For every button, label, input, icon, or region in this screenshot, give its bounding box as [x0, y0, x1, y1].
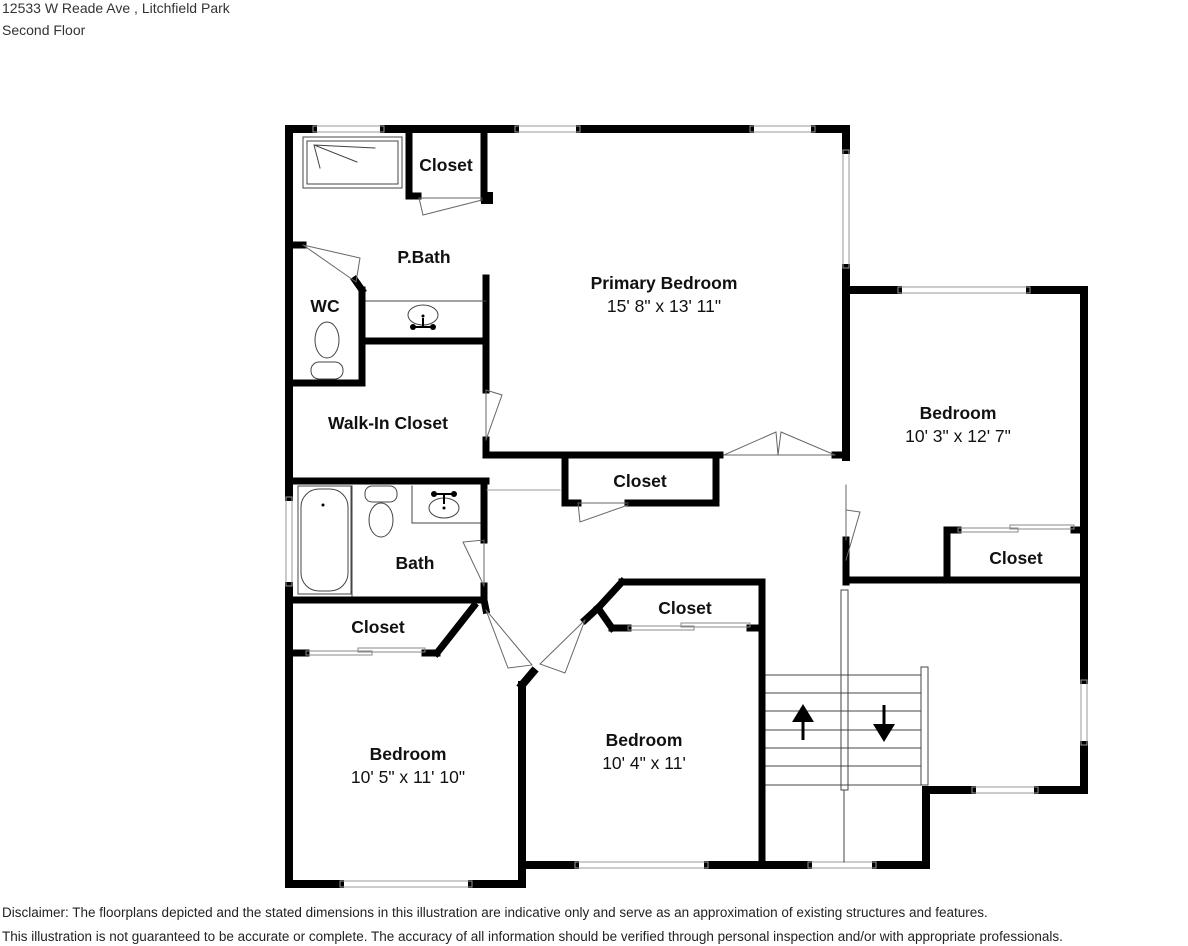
room-bedroom-east: Bedroom: [920, 403, 997, 423]
fixtures: [297, 136, 929, 863]
room-bedroom-east-dims: 10' 3" x 12' 7": [905, 426, 1011, 446]
doors: [302, 197, 861, 674]
room-primary-bedroom: Primary Bedroom: [591, 273, 738, 293]
arrow-up-icon: [792, 704, 814, 740]
interior-walls: [289, 130, 1088, 869]
room-closet-hall: Closet: [613, 471, 667, 491]
room-wc: WC: [310, 296, 340, 316]
room-walk-in-closet: Walk-In Closet: [328, 413, 448, 433]
room-bedroom-southwest: Bedroom: [370, 744, 447, 764]
room-p-bath: P.Bath: [397, 247, 450, 267]
room-closet-south: Closet: [658, 598, 712, 618]
room-closet-primary-bath: Closet: [419, 155, 473, 175]
floor-label: Second Floor: [2, 22, 86, 38]
exterior-walls: [285, 125, 1088, 888]
disclaimer-line-1: Disclaimer: The floorplans depicted and …: [2, 905, 988, 920]
room-bedroom-south: Bedroom: [606, 730, 683, 750]
room-closet-southwest: Closet: [351, 617, 405, 637]
disclaimer-line-2: This illustration is not guaranteed to b…: [2, 929, 1063, 944]
room-bedroom-southwest-dims: 10' 5" x 11' 10": [351, 767, 465, 787]
arrow-down-icon: [873, 705, 895, 742]
address-label: 12533 W Reade Ave , Litchfield Park: [2, 0, 230, 16]
room-primary-bedroom-dims: 15' 8" x 13' 11": [607, 296, 721, 316]
room-bedroom-south-dims: 10' 4" x 11': [602, 753, 686, 773]
faucet-icon: [321, 314, 457, 510]
room-closet-east: Closet: [989, 548, 1043, 568]
sliding-doors: [305, 524, 1075, 656]
room-bath: Bath: [396, 553, 435, 573]
windows: [285, 125, 1088, 888]
